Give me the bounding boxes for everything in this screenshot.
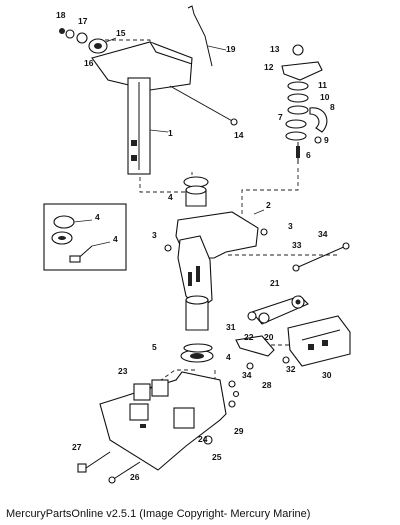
callout-32: 32	[286, 364, 296, 374]
parts-20-22-linkage	[247, 295, 309, 325]
part-19-wire-link	[187, 5, 227, 67]
part-4-bushings	[180, 176, 214, 363]
callout-22: 22	[244, 332, 254, 342]
callout-12: 12	[264, 62, 274, 72]
callout-4-inset-bottom: 4	[113, 234, 118, 244]
parts-15-18-hardware	[59, 28, 117, 54]
callout-20: 20	[264, 332, 274, 342]
callout-18: 18	[56, 10, 66, 20]
callout-23: 23	[118, 366, 128, 376]
callout-21: 21	[270, 278, 280, 288]
exploded-parts-diagram: 18 17 15 16 19 13 12 11 10 8 7 9 6 1 14 …	[43, 5, 351, 484]
callout-29: 29	[234, 426, 244, 436]
callout-10: 10	[320, 92, 330, 102]
callout-24: 24	[198, 434, 208, 444]
callout-15: 15	[116, 28, 126, 38]
callout-4-inset-top: 4	[95, 212, 100, 222]
callout-26: 26	[130, 472, 140, 482]
part-14-bolt	[169, 85, 238, 126]
callout-17: 17	[78, 16, 88, 26]
callout-30: 30	[322, 370, 332, 380]
callout-11: 11	[318, 80, 327, 90]
callout-5: 5	[152, 342, 157, 352]
part-3-pins	[164, 228, 268, 252]
callout-2: 2	[266, 200, 271, 210]
inset-box-part-4	[43, 203, 127, 271]
part-30-lock-block	[287, 315, 351, 367]
part-25-clamp-bracket	[99, 371, 227, 471]
callout-14: 14	[234, 130, 244, 140]
parts-31-34-pieces	[235, 335, 290, 370]
callout-16: 16	[84, 58, 94, 68]
part-29-28-small-hardware	[228, 380, 240, 408]
callout-6: 6	[306, 150, 311, 160]
part-2-swivel-bracket	[175, 209, 265, 311]
callout-25: 25	[212, 452, 222, 462]
callout-labels: 18 17 15 16 19 13 12 11 10 8 7 9 6 1 14 …	[56, 10, 335, 482]
callout-13: 13	[270, 44, 280, 54]
callout-4-top: 4	[168, 192, 173, 202]
callout-31: 31	[226, 322, 236, 332]
part-33-rod	[292, 242, 350, 272]
part-5-washer	[183, 343, 213, 353]
parts-6-13-stack	[281, 44, 328, 164]
callout-28: 28	[262, 380, 272, 390]
callout-4-bottom: 4	[226, 352, 231, 362]
callout-1: 1	[168, 128, 173, 138]
callout-33: 33	[292, 240, 302, 250]
callout-3-right: 3	[288, 221, 293, 231]
callout-9: 9	[324, 135, 329, 145]
callout-34-top: 34	[318, 229, 328, 239]
callout-34-bottom: 34	[242, 370, 252, 380]
callout-8: 8	[330, 102, 335, 112]
copyright-caption: MercuryPartsOnline v2.5.1 (Image Copyrig…	[6, 508, 311, 520]
part-1-swivel-tube	[91, 41, 193, 175]
callout-19: 19	[226, 44, 236, 54]
callout-3-left: 3	[152, 230, 157, 240]
callout-7: 7	[278, 112, 283, 122]
parts-26-27-bolts	[77, 451, 141, 484]
callout-27: 27	[72, 442, 82, 452]
